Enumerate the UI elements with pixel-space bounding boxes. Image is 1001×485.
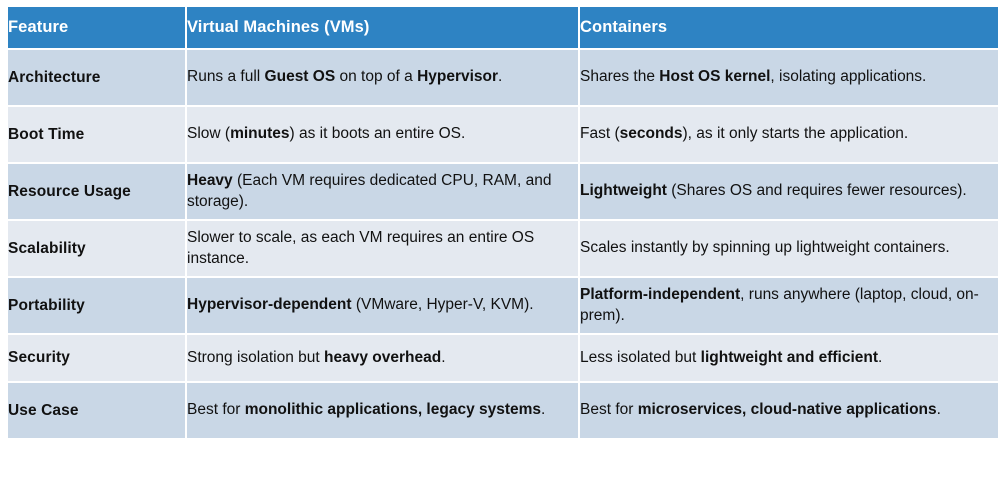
feature-cell: Architecture <box>8 50 185 105</box>
table-header-row: Feature Virtual Machines (VMs) Container… <box>8 7 998 48</box>
column-header-containers: Containers <box>580 7 998 48</box>
containers-cell: Less isolated but lightweight and effici… <box>580 335 998 381</box>
feature-cell: Security <box>8 335 185 381</box>
containers-cell: Scales instantly by spinning up lightwei… <box>580 221 998 276</box>
column-header-feature: Feature <box>8 7 185 48</box>
containers-cell: Fast (seconds), as it only starts the ap… <box>580 107 998 162</box>
virtual-machines-cell: Hypervisor-dependent (VMware, Hyper-V, K… <box>187 278 578 333</box>
feature-cell: Use Case <box>8 383 185 438</box>
virtual-machines-cell: Heavy (Each VM requires dedicated CPU, R… <box>187 164 578 219</box>
feature-cell: Scalability <box>8 221 185 276</box>
virtual-machines-cell: Strong isolation but heavy overhead. <box>187 335 578 381</box>
containers-cell: Lightweight (Shares OS and requires fewe… <box>580 164 998 219</box>
table-header: Feature Virtual Machines (VMs) Container… <box>8 7 998 48</box>
virtual-machines-cell: Slow (minutes) as it boots an entire OS. <box>187 107 578 162</box>
virtual-machines-cell: Slower to scale, as each VM requires an … <box>187 221 578 276</box>
feature-cell: Resource Usage <box>8 164 185 219</box>
vm-vs-container-comparison-table: Feature Virtual Machines (VMs) Container… <box>6 5 1000 440</box>
virtual-machines-cell: Runs a full Guest OS on top of a Hypervi… <box>187 50 578 105</box>
containers-cell: Best for microservices, cloud-native app… <box>580 383 998 438</box>
feature-cell: Boot Time <box>8 107 185 162</box>
containers-cell: Platform-independent, runs anywhere (lap… <box>580 278 998 333</box>
column-header-virtual-machines: Virtual Machines (VMs) <box>187 7 578 48</box>
feature-cell: Portability <box>8 278 185 333</box>
virtual-machines-cell: Best for monolithic applications, legacy… <box>187 383 578 438</box>
containers-cell: Shares the Host OS kernel, isolating app… <box>580 50 998 105</box>
